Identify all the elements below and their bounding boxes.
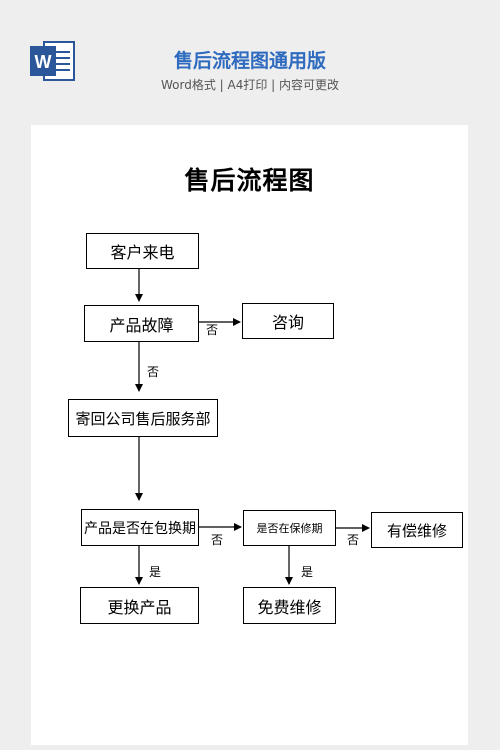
node-free-repair: 免费维修 — [243, 587, 336, 624]
page-subtitle: Word格式 | A4打印 | 内容可更改 — [160, 78, 340, 92]
edge-label-warranty-paid: 否 — [347, 533, 360, 547]
document-page: 售后流程图 客户来电 产品故障 咨询 寄回公司售后服务部 产品是否在包换期 是否… — [31, 125, 468, 745]
page-header: W 售后流程图通用版 Word格式 | A4打印 | 内容可更改 — [0, 0, 500, 125]
document-title: 售后流程图 — [184, 166, 315, 195]
edge-label-exchange-replace: 是 — [149, 565, 162, 579]
svg-text:W: W — [35, 52, 52, 72]
flow-arrows — [135, 268, 370, 585]
node-replace-product: 更换产品 — [80, 587, 199, 624]
edge-label-exchange-warranty: 否 — [211, 533, 224, 547]
node-in-warranty: 是否在保修期 — [243, 510, 336, 546]
edge-label-fault-sendback: 否 — [147, 365, 160, 379]
node-customer-call: 客户来电 — [86, 233, 199, 269]
node-product-fault: 产品故障 — [84, 305, 199, 342]
node-consult: 咨询 — [242, 303, 334, 339]
page-title: 售后流程图通用版 — [173, 50, 326, 72]
node-send-back: 寄回公司售后服务部 — [68, 399, 218, 437]
node-in-exchange-period: 产品是否在包换期 — [81, 509, 199, 546]
node-paid-repair: 有偿维修 — [371, 512, 463, 548]
word-doc-icon: W — [30, 41, 75, 81]
edge-label-fault-consult: 否 — [206, 323, 219, 337]
edge-label-warranty-free: 是 — [301, 565, 314, 579]
